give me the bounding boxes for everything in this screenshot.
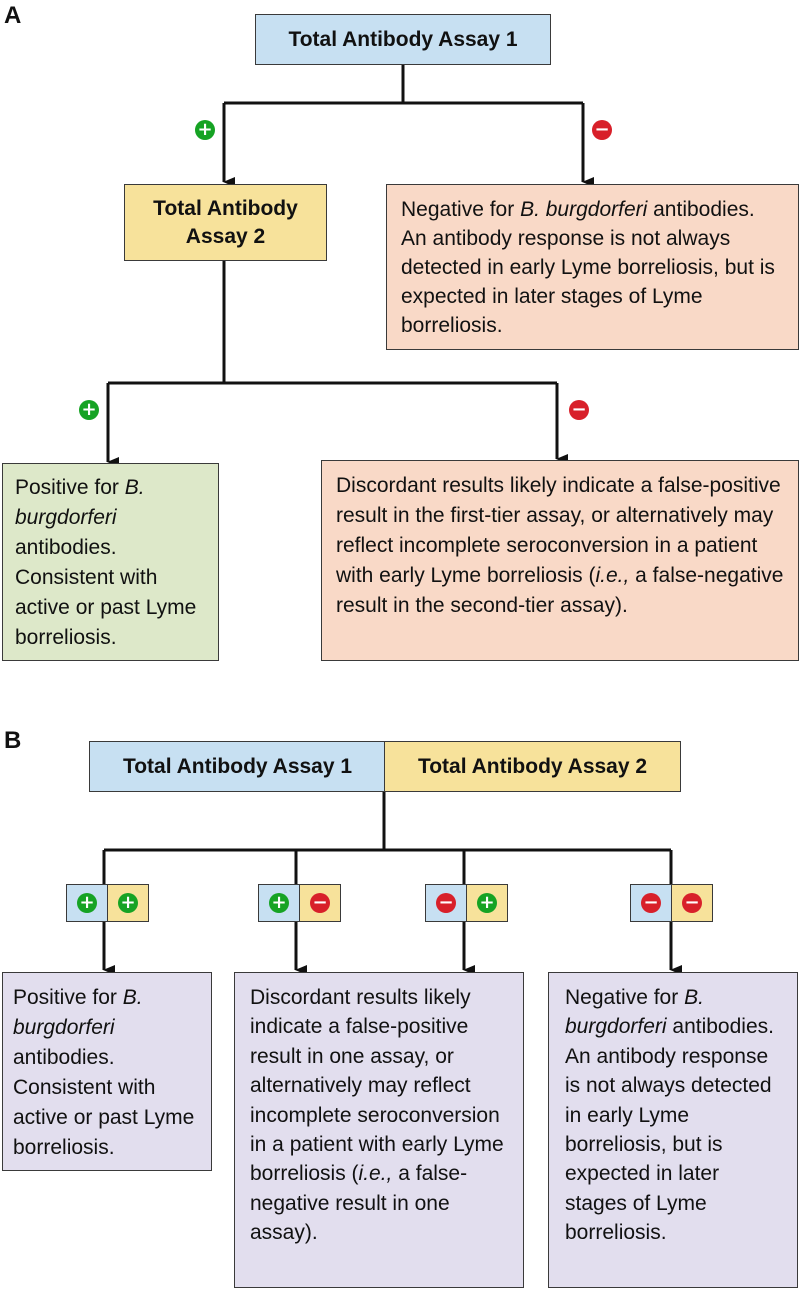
neg-lead: Negative for [565,986,685,1009]
pos-rest: antibodies. Consistent with active or pa… [13,1046,195,1159]
disc-lead: Discordant results likely indicate a fal… [250,986,504,1186]
panel-b-assay2-box: Total Antibody Assay 2 [384,741,681,792]
result-combo-neg-neg: − − [630,884,713,922]
negative-sign-icon: − [682,893,702,913]
result-combo-neg-pos: − + [425,884,508,922]
positive-sign-icon: + [118,893,138,913]
organism-name: B. burgdorferi [13,986,143,1039]
disc-rest: a false-negative result in one assay). [250,1162,468,1245]
negative-sign-icon: − [569,400,589,420]
panel-a-assay2-box: Total Antibody Assay 2 [124,184,327,261]
panel-b-assay1-box: Total Antibody Assay 1 [89,741,386,792]
organism-name: B. burgdorferi [520,198,648,221]
positive-sign-icon: + [77,893,97,913]
assay2-line2: Assay 2 [185,224,266,248]
organism-name: B. burgdorferi [565,986,704,1039]
panel-a-negative-box: Negative for B. burgdorferi antibodies. … [386,184,799,350]
pos-lead: Positive for [13,986,123,1009]
organism-name: B. burgdorferi [15,476,145,529]
neg-rest: antibodies. An antibody response is not … [401,198,775,337]
neg-lead: Negative for [401,198,521,221]
negative-sign-icon: − [436,893,456,913]
negative-sign-icon: − [641,893,661,913]
panel-a-assay1-box: Total Antibody Assay 1 [255,14,551,65]
positive-sign-icon: + [269,893,289,913]
ie-abbrev: i.e., [595,564,630,587]
pos-rest: antibodies. Consistent with active or pa… [15,536,197,649]
negative-sign-icon: − [310,893,330,913]
result-combo-pos-pos: + + [66,884,149,922]
panel-b-positive-box: Positive for B. burgdorferi antibodies. … [2,972,212,1171]
positive-sign-icon: + [195,120,215,140]
disc-rest: a false-negative result in the second-ti… [336,564,784,617]
ie-abbrev: i.e., [358,1162,393,1186]
positive-sign-icon: + [79,400,99,420]
panel-b-discordant-box: Discordant results likely indicate a fal… [234,972,524,1288]
panel-b-label: B [4,727,22,754]
panel-a-discordant-box: Discordant results likely indicate a fal… [321,460,799,661]
result-combo-pos-neg: + − [258,884,341,922]
panel-b-negative-box: Negative for B. burgdorferi antibodies. … [548,972,798,1288]
assay2-line1: Total Antibody [153,196,298,220]
panel-a-positive-box: Positive for B. burgdorferi antibodies. … [2,463,219,661]
panel-a-label: A [4,2,22,29]
negative-sign-icon: − [592,120,612,140]
positive-sign-icon: + [477,893,497,913]
disc-lead: Discordant results likely indicate a fal… [336,474,781,587]
neg-rest: antibodies. An antibody response is not … [565,1015,774,1245]
pos-lead: Positive for [15,476,125,499]
